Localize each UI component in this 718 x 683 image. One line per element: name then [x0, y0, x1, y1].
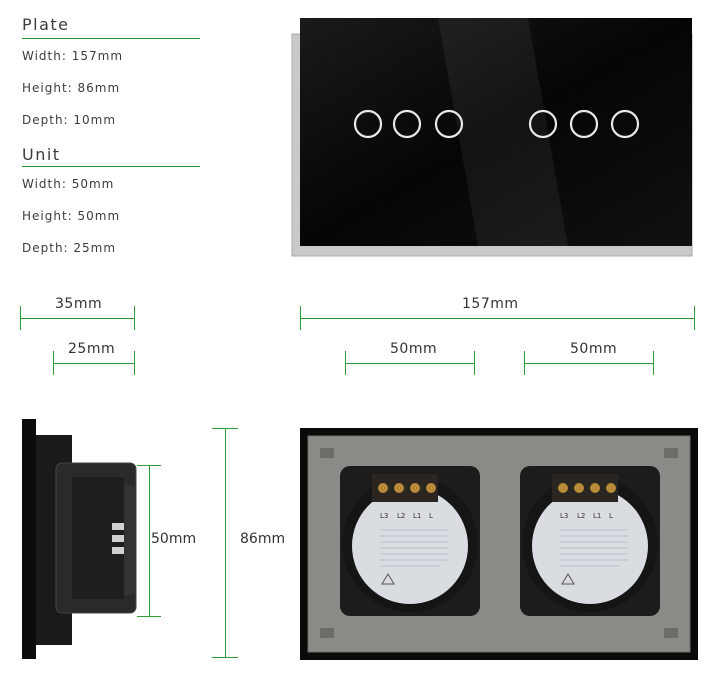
terminal-l3-left: L3	[380, 512, 388, 520]
side-unit-tick-right	[134, 351, 135, 375]
plate-heading-rule	[22, 38, 200, 39]
front-unit-right-line	[524, 363, 654, 364]
side-total-tick-left	[20, 306, 21, 330]
unit-width: Width: 50mm	[22, 177, 115, 191]
plate-height-label: 86mm	[240, 531, 286, 547]
unit-height: Height: 50mm	[22, 209, 121, 223]
terminal-l1-left: L1	[413, 512, 421, 520]
side-profile-image	[22, 419, 137, 659]
front-unit-left-label: 50mm	[390, 341, 438, 357]
terminal-l-right: L	[609, 512, 613, 520]
unit-heading: Unit	[22, 145, 61, 164]
touch-button-icons	[353, 109, 640, 139]
terminal-l1-right: L1	[593, 512, 601, 520]
front-unit-left-tick-left	[345, 351, 346, 375]
plate-height: Height: 86mm	[22, 81, 121, 95]
plate-width: Width: 157mm	[22, 49, 124, 63]
side-total-label: 35mm	[55, 296, 103, 312]
side-total-tick-right	[134, 306, 135, 330]
terminal-l2-left: L2	[397, 512, 405, 520]
side-total-line	[20, 318, 135, 319]
front-total-tick-right	[694, 306, 695, 330]
front-total-tick-left	[300, 306, 301, 330]
front-switch-plate	[291, 18, 693, 257]
back-module-left: L3 L2 L1 L	[340, 466, 480, 616]
front-unit-left-tick-right	[474, 351, 475, 375]
front-unit-left-line	[345, 363, 475, 364]
front-total-label: 157mm	[462, 296, 519, 312]
plate-heading: Plate	[22, 15, 70, 34]
terminal-l2-right: L2	[577, 512, 585, 520]
front-total-line	[300, 318, 695, 319]
terminal-l-left: L	[429, 512, 433, 520]
side-unit-label: 25mm	[68, 341, 116, 357]
side-height-line	[149, 465, 150, 617]
front-unit-right-tick-left	[524, 351, 525, 375]
unit-depth: Depth: 25mm	[22, 241, 117, 255]
side-unit-line	[53, 363, 135, 364]
plate-depth: Depth: 10mm	[22, 113, 117, 127]
unit-heading-rule	[22, 166, 200, 167]
back-switch-plate: L3 L2 L1 L L3 L2 L1	[300, 428, 698, 660]
terminal-l3-right: L3	[560, 512, 568, 520]
back-module-right: L3 L2 L1 L	[520, 466, 660, 616]
side-unit-tick-left	[53, 351, 54, 375]
front-unit-right-label: 50mm	[570, 341, 618, 357]
front-unit-right-tick-right	[653, 351, 654, 375]
plate-height-line	[225, 428, 226, 658]
side-height-label: 50mm	[151, 531, 197, 547]
